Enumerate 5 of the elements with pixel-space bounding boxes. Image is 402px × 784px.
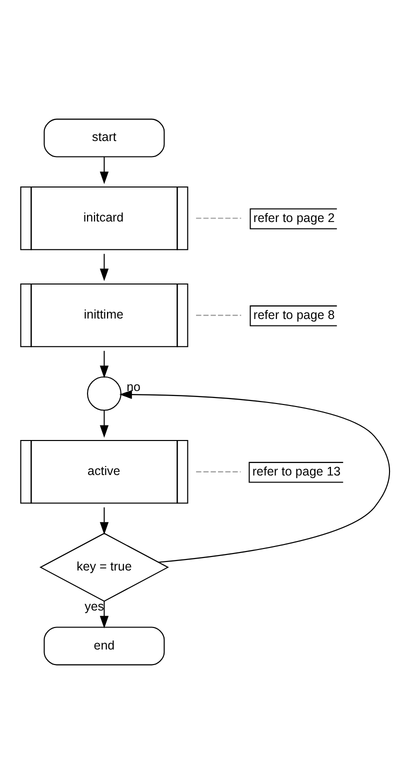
node-text: refer to page 8 [253,308,335,322]
node-text: refer to page 2 [253,211,335,226]
node-text: refer to page 13 [252,464,341,479]
edge-label: no [126,380,141,394]
edge-label: yes [84,599,104,614]
